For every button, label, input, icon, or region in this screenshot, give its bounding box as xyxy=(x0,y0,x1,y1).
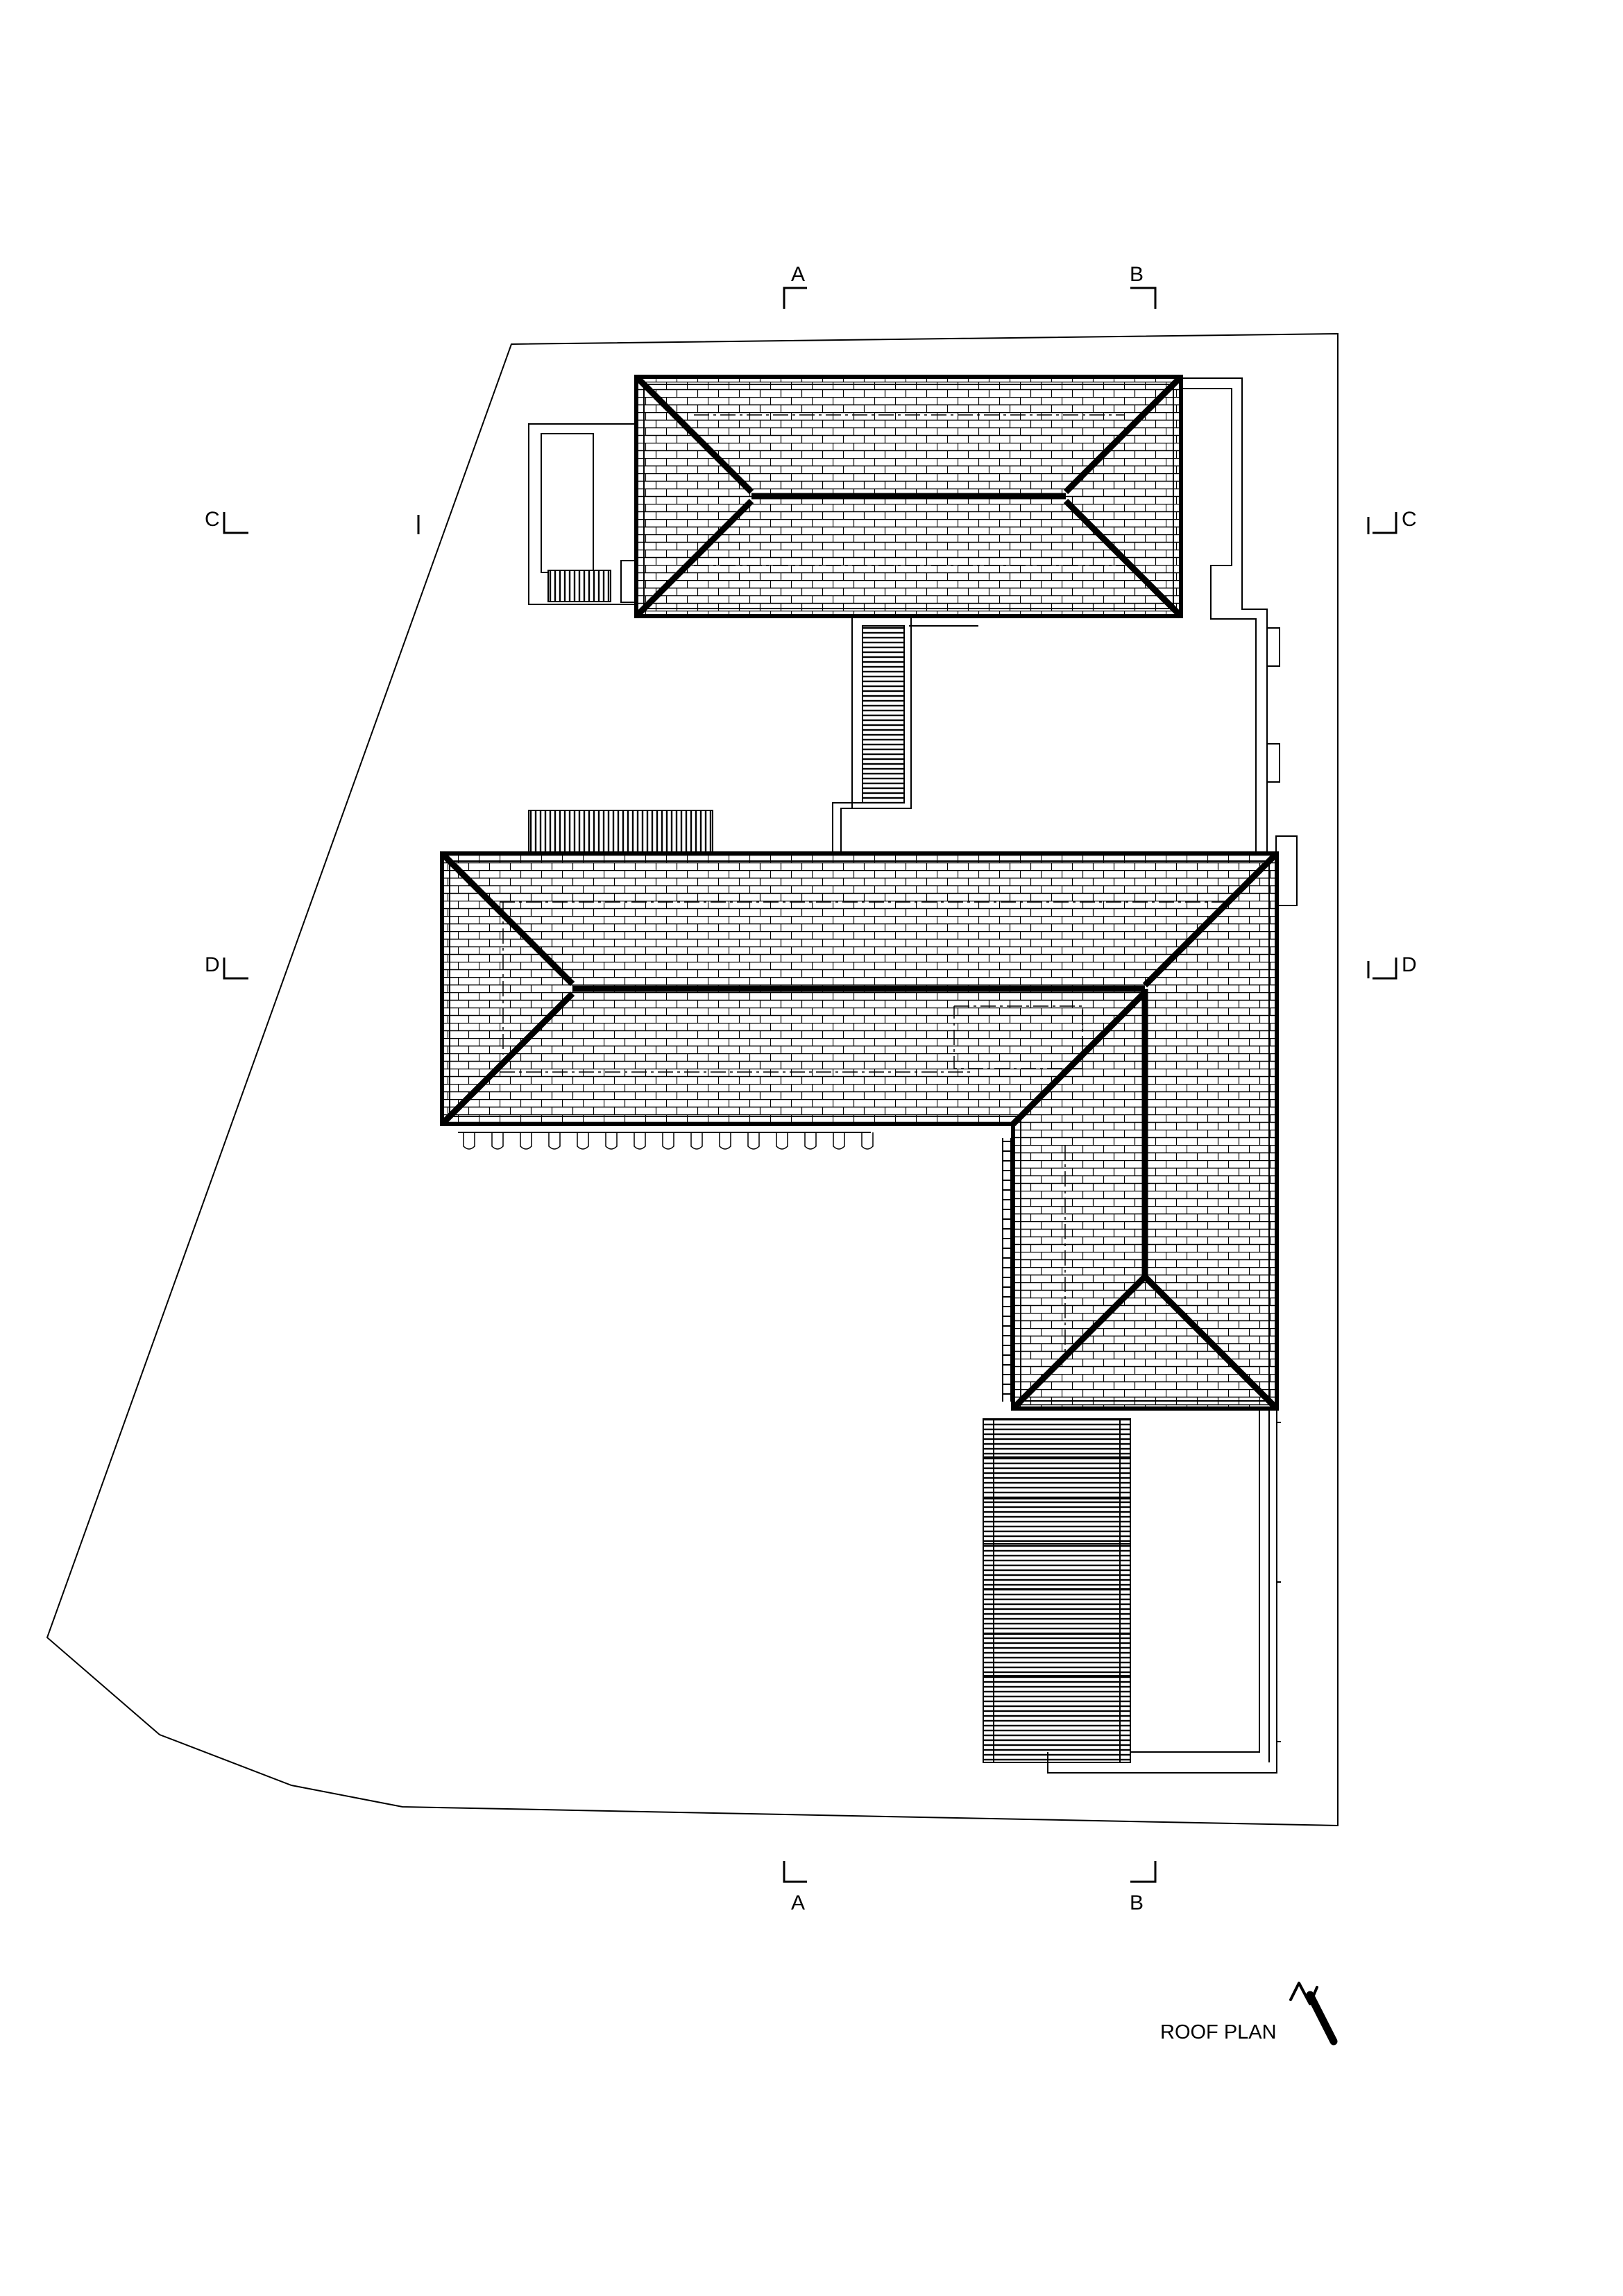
section-marker-b-bottom: B xyxy=(1130,1861,1157,1914)
section-marker-a-bottom: A xyxy=(783,1861,807,1914)
section-marker-b-top: B xyxy=(1130,263,1157,309)
section-label-d-right: D xyxy=(1402,953,1417,976)
section-label-c-right: C xyxy=(1402,508,1417,531)
eave-bracket xyxy=(577,1132,589,1150)
eave-bracket xyxy=(776,1132,788,1150)
site-boundary xyxy=(46,332,1339,1827)
pergola xyxy=(983,1408,1281,1774)
eave-bracket xyxy=(719,1132,731,1150)
section-label-b-top: B xyxy=(1130,263,1144,286)
eave-bracket xyxy=(491,1132,504,1150)
section-marker-d-right: D xyxy=(1367,953,1417,980)
eave-bracket xyxy=(833,1132,845,1150)
lower-l-roof xyxy=(439,851,1280,1411)
north-arrow-icon xyxy=(1289,1982,1338,2046)
eave-bracket xyxy=(463,1132,475,1150)
drawing-title: ROOF PLAN xyxy=(1160,2021,1277,2043)
section-label-b-bottom: B xyxy=(1130,1891,1144,1914)
section-label-a-top: A xyxy=(791,263,805,286)
upper-building-walls xyxy=(528,377,1298,906)
bracket-col xyxy=(1003,1141,1011,1395)
section-label-a-bottom: A xyxy=(791,1891,805,1914)
covered-walkway xyxy=(832,617,912,853)
eave-bracket xyxy=(690,1132,703,1150)
upper-hip-roof xyxy=(634,374,1184,619)
section-marker-a-top: A xyxy=(783,263,807,309)
section-label-d-left: D xyxy=(205,953,220,976)
louvre-panel-small xyxy=(547,570,611,602)
eave-bracket xyxy=(861,1132,874,1150)
eave-brackets xyxy=(458,1123,1012,1402)
eave-bracket xyxy=(634,1132,646,1150)
eave-bracket xyxy=(548,1132,561,1150)
eave-bracket xyxy=(520,1132,532,1150)
section-marker-c-left: C xyxy=(205,508,420,534)
section-label-c-left: C xyxy=(205,508,220,531)
eave-bracket xyxy=(605,1132,618,1150)
section-marker-d-left: D xyxy=(205,953,248,980)
eave-bracket xyxy=(804,1132,817,1150)
louvre-panel-strip xyxy=(528,810,713,854)
bracket-row xyxy=(463,1132,874,1150)
eave-bracket xyxy=(662,1132,674,1150)
section-marker-c-right: C xyxy=(1367,508,1417,534)
eave-bracket xyxy=(747,1132,760,1150)
